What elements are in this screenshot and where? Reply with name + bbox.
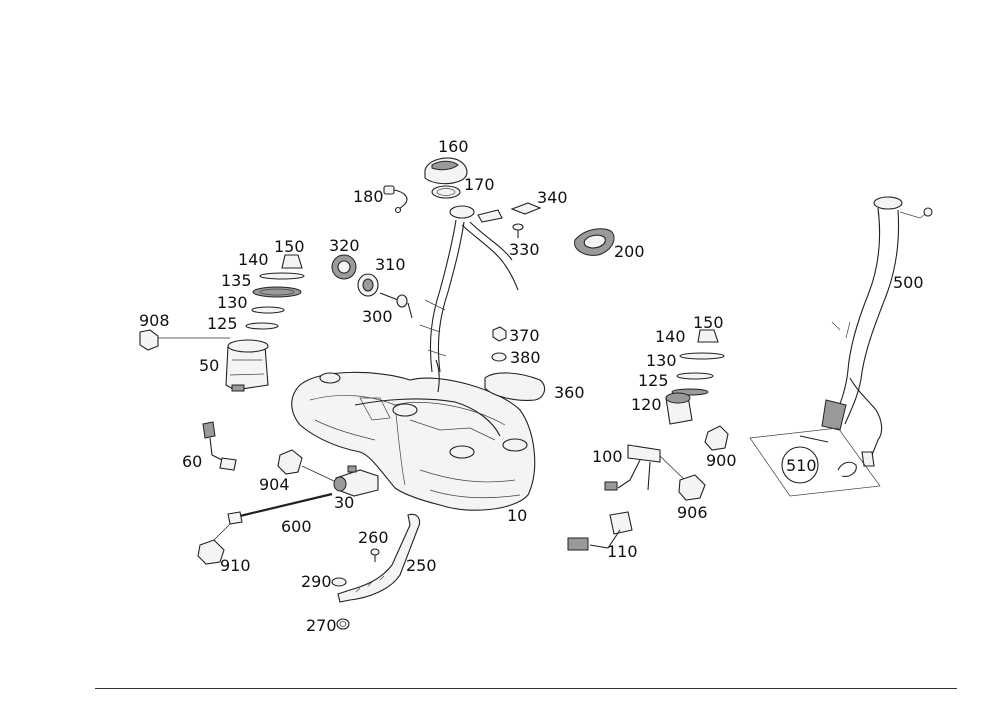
sensor-180 bbox=[383, 185, 408, 214]
callout-200: 200 bbox=[614, 242, 645, 261]
callout-270: 270 bbox=[306, 616, 337, 635]
valve-310 bbox=[357, 273, 379, 297]
callout-310: 310 bbox=[375, 255, 406, 274]
connector-910 bbox=[197, 539, 225, 565]
callout-906: 906 bbox=[677, 503, 708, 522]
callout-290: 290 bbox=[301, 572, 332, 591]
callout-908: 908 bbox=[139, 311, 170, 330]
strap-250 bbox=[337, 513, 421, 603]
plate-360 bbox=[484, 372, 546, 401]
callout-260: 260 bbox=[358, 528, 389, 547]
washer-290 bbox=[331, 577, 347, 587]
callout-340: 340 bbox=[537, 188, 568, 207]
left-pump-stack bbox=[225, 254, 305, 392]
callout-130-right: 130 bbox=[646, 351, 677, 370]
callout-60: 60 bbox=[182, 452, 202, 471]
right-pump-stack bbox=[665, 329, 725, 425]
callout-50: 50 bbox=[199, 356, 219, 375]
connector-900 bbox=[704, 425, 729, 451]
callout-120: 120 bbox=[631, 395, 662, 414]
fuel-tank bbox=[291, 359, 536, 511]
sensor-60 bbox=[202, 421, 237, 471]
connector-904 bbox=[277, 449, 303, 475]
connector-906 bbox=[678, 474, 706, 501]
pump-30 bbox=[333, 465, 379, 497]
detail-510 bbox=[749, 427, 881, 497]
callout-100: 100 bbox=[592, 447, 623, 466]
callout-900: 900 bbox=[706, 451, 737, 470]
callout-320: 320 bbox=[329, 236, 360, 255]
callout-125-left: 125 bbox=[207, 314, 238, 333]
callout-300: 300 bbox=[362, 307, 393, 326]
footer-divider bbox=[95, 688, 957, 689]
pin-300 bbox=[379, 292, 413, 319]
callout-150-left: 150 bbox=[274, 237, 305, 256]
callout-910: 910 bbox=[220, 556, 251, 575]
callout-10: 10 bbox=[507, 506, 527, 525]
callout-135: 135 bbox=[221, 271, 252, 290]
nut-370 bbox=[492, 326, 507, 342]
callout-130-left: 130 bbox=[217, 293, 248, 312]
callout-125-right: 125 bbox=[638, 371, 669, 390]
callout-170: 170 bbox=[464, 175, 495, 194]
vent-line bbox=[419, 205, 519, 373]
connector-908 bbox=[139, 329, 230, 351]
callout-140-right: 140 bbox=[655, 327, 686, 346]
callout-250: 250 bbox=[406, 556, 437, 575]
cap-160 bbox=[424, 157, 468, 185]
callout-150-right: 150 bbox=[693, 313, 724, 332]
harness-600 bbox=[239, 492, 333, 518]
callout-360: 360 bbox=[554, 383, 585, 402]
bracket-340 bbox=[510, 202, 542, 215]
callout-904: 904 bbox=[259, 475, 290, 494]
seal-170 bbox=[431, 185, 461, 199]
callout-330: 330 bbox=[509, 240, 540, 259]
callout-500: 500 bbox=[893, 273, 924, 292]
callout-30: 30 bbox=[334, 493, 354, 512]
cover-200 bbox=[574, 228, 615, 256]
callout-510: 510 bbox=[786, 456, 817, 475]
callout-180: 180 bbox=[353, 187, 384, 206]
callout-370: 370 bbox=[509, 326, 540, 345]
sender-110 bbox=[567, 511, 633, 551]
bolt-260 bbox=[370, 548, 380, 562]
filler-neck-500 bbox=[821, 196, 933, 467]
bolt-330 bbox=[512, 223, 524, 238]
washer-380 bbox=[491, 352, 507, 362]
sender-100 bbox=[604, 444, 691, 491]
callout-110: 110 bbox=[607, 542, 638, 561]
nut-270 bbox=[336, 618, 350, 630]
callout-380: 380 bbox=[510, 348, 541, 367]
callout-160: 160 bbox=[438, 137, 469, 156]
callout-labels: 160 170 180 340 330 200 320 310 300 150 … bbox=[139, 137, 924, 635]
callout-600: 600 bbox=[281, 517, 312, 536]
callout-140-left: 140 bbox=[238, 250, 269, 269]
